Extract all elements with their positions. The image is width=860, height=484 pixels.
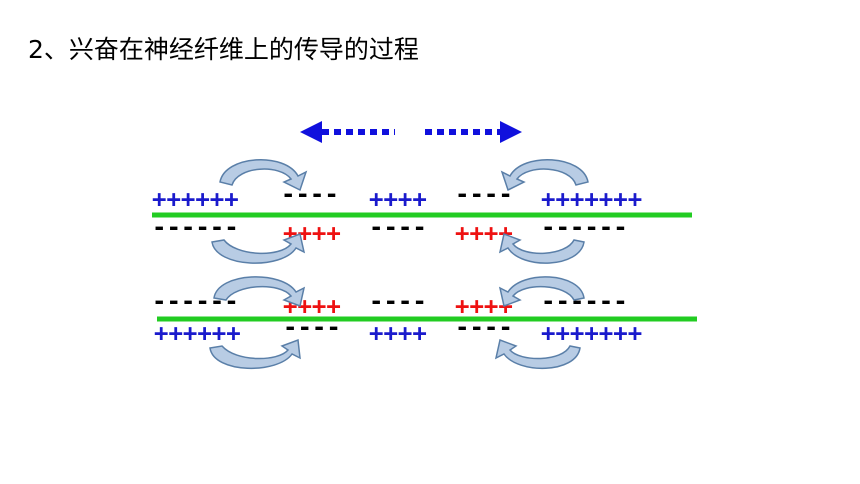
top-inner-negative-2: ----: [369, 213, 427, 241]
local-current-arrow-bottom-right-inner: [498, 276, 585, 308]
right-direction-arrow: [425, 121, 522, 143]
local-current-arrow-top-right-outer: [500, 158, 589, 192]
bottom-outer-positive-3: +++++++: [541, 319, 642, 347]
top-inner-negative-1: ------: [152, 213, 239, 241]
bottom-inner-negative-3: ------: [541, 287, 628, 315]
page-title: 2、兴奋在神经纤维上的传导的过程: [28, 35, 419, 64]
local-current-arrow-bottom-right-outer: [494, 338, 581, 370]
bottom-outer-positive-2: ++++: [369, 319, 427, 347]
top-outer-positive-3: +++++++: [541, 185, 642, 213]
local-current-arrow-bottom-left-outer: [209, 338, 301, 370]
left-direction-arrow: [300, 121, 395, 143]
bottom-outer-negative-2: ----: [455, 313, 513, 341]
local-current-arrow-top-left-inner: [211, 232, 306, 264]
bottom-outer-negative-1: ----: [283, 313, 341, 341]
top-outer-negative-2: ----: [455, 180, 513, 208]
bottom-outer-positive-1: ++++++: [154, 319, 241, 347]
top-outer-positive-1: ++++++: [152, 185, 239, 213]
top-inner-negative-3: ------: [541, 213, 628, 241]
local-current-arrow-top-right-inner: [498, 232, 585, 264]
local-current-arrow-top-left-outer: [219, 158, 308, 192]
local-current-arrow-bottom-left-inner: [213, 276, 306, 308]
bottom-inner-negative-2: ----: [369, 287, 427, 315]
top-outer-positive-2: ++++: [369, 185, 427, 213]
